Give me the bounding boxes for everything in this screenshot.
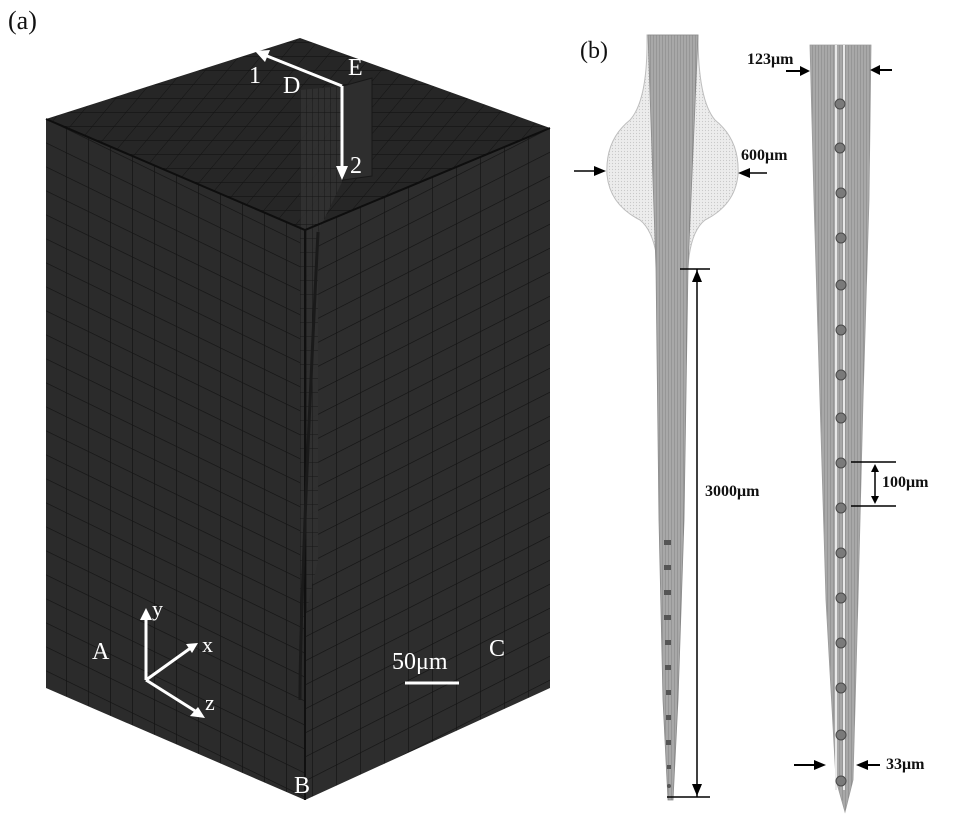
axis-label-z: z [205, 690, 215, 715]
panel-a-label: (a) [8, 6, 37, 35]
label-D: D [283, 73, 301, 99]
label-A: A [92, 639, 110, 665]
coordinate-axes-icon [140, 608, 205, 718]
probe-shank [647, 34, 699, 801]
panel-a-mesh-block: (a) 1 D E 2 A B C y x z 50μm [8, 6, 551, 800]
probe-zoom [809, 44, 872, 814]
probe-drawing [574, 34, 896, 814]
label-1: 1 [249, 63, 261, 89]
direction-arrows [255, 50, 348, 180]
axis-label-x: x [202, 632, 213, 657]
right-face [305, 128, 550, 800]
panel-b-probe-layout: (b) 600μm 3000μm 123μm 100μm 33μm [560, 0, 961, 816]
left-face [46, 119, 305, 800]
label-2: 2 [350, 153, 362, 179]
label-C: C [489, 636, 506, 662]
shank-electrodes [664, 540, 671, 788]
axis-label-y: y [152, 596, 163, 621]
label-E: E [348, 55, 363, 81]
mesh-block-graphic [45, 38, 551, 800]
bulb-width-label: 600μm [741, 147, 788, 164]
top-width-label: 123μm [747, 51, 794, 68]
tip-width-label: 33μm [886, 756, 925, 773]
bulb-width-arrows [574, 166, 767, 178]
shank-length-dimension [667, 268, 710, 798]
top-face [46, 38, 550, 230]
electrode-pads [834, 98, 847, 787]
probe-strip [300, 86, 343, 790]
panel-b-label: (b) [580, 38, 608, 64]
shank-length-label: 3000μm [705, 483, 760, 500]
electrode-pitch-label: 100μm [882, 474, 929, 491]
label-B: B [294, 773, 311, 799]
pitch-dimension [851, 461, 896, 507]
scale-bar-label: 50μm [392, 649, 448, 675]
top-width-arrows [786, 65, 892, 76]
tip-width-arrows [794, 760, 880, 770]
